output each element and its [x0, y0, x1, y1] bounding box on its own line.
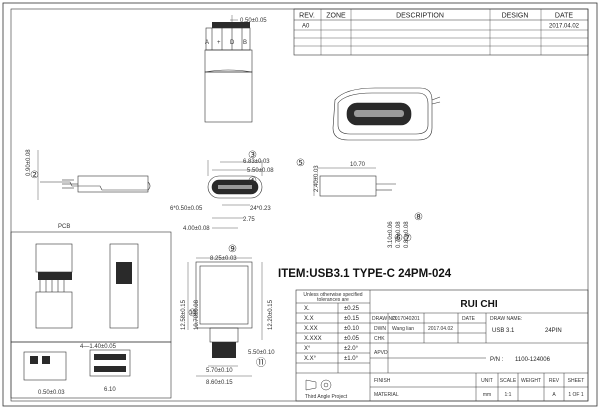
tol-val-1: ±0.15: [344, 316, 360, 322]
finish-label: FINISH: [374, 378, 391, 384]
pin-label-plus: +: [217, 40, 221, 46]
tolerance-header-line1: Unless otherwise specified: [303, 292, 362, 298]
connector-3d-view: [332, 87, 441, 141]
tol-val-2: ±0.10: [344, 326, 360, 332]
pn-value: 1100-124006: [515, 357, 551, 363]
connector-side-view-left: [37, 150, 151, 200]
callout-2: ②: [30, 170, 39, 181]
dim-top-pitch: 0.50±0.05: [240, 18, 267, 24]
tol-val-0: ±0.25: [344, 306, 360, 312]
tol-key-3: X.XXX: [304, 336, 322, 342]
dim-400: 4.00±0.08: [183, 226, 210, 232]
dim-1070: 10.70: [350, 162, 366, 168]
pcb-label: PCB: [58, 224, 70, 230]
sheet-value: 1 OF 1: [568, 392, 584, 398]
dim-pitch-6x050: 6*0.50±0.05: [170, 206, 203, 212]
date-header: DATE: [555, 13, 573, 20]
dim-1258: 12.58±0.15: [181, 299, 187, 330]
rev-value-title: A: [552, 392, 556, 398]
pin-label-b: B: [243, 40, 247, 46]
tol-key-5: X.X°: [304, 356, 317, 362]
callout-11: ⑪: [256, 357, 266, 369]
rev-date: 2017.04.02: [549, 24, 580, 30]
title-block: [295, 289, 589, 402]
connector-side-view-right: [313, 167, 396, 197]
chk-label: CHK: [374, 336, 385, 342]
pn-label: P/N :: [490, 357, 504, 363]
sheet-label: SHEET: [568, 378, 585, 384]
dim-610: 6.10: [104, 387, 116, 393]
unit-label: UNIT: [481, 378, 493, 384]
callout-9: ⑨: [228, 244, 237, 255]
drawing-name-label: DRAW NAME:: [490, 316, 522, 322]
pcb-detail: [10, 231, 172, 343]
connector-front-view: [207, 160, 263, 229]
scale-value: 1:1: [505, 392, 512, 398]
dim-275: 2.75: [243, 217, 255, 223]
dim-070: 0.70±0.08: [396, 221, 402, 248]
weight-label: WEIGHT: [521, 378, 541, 384]
pin-label-a: A: [205, 40, 209, 46]
description-header: DESCRIPTION: [396, 13, 444, 20]
tol-key-2: X.XX: [304, 326, 318, 332]
dim-width-683: 6.83±0.03: [243, 159, 270, 165]
material-label: MATERIAL: [374, 392, 399, 398]
dim-570: 5.70±0.10: [206, 368, 233, 374]
dim-width-550: 5.50±0.08: [247, 168, 274, 174]
dim-pins-24x023: 24*0.23: [250, 206, 271, 212]
dwn-date: 2017.04.02: [428, 326, 453, 332]
dim-1220: 12.20±0.15: [268, 299, 274, 330]
draw-no-value: 2017040201: [392, 316, 420, 322]
zone-header: ZONE: [326, 13, 346, 20]
rev-label: REV: [549, 378, 560, 384]
dim-090: 0.90±0.08: [26, 149, 32, 176]
tol-val-5: ±1.0°: [344, 356, 359, 362]
dim-550b: 5.50±0.10: [248, 350, 275, 356]
tol-val-3: ±0.05: [344, 336, 360, 342]
connector-bottom-view: [187, 257, 263, 377]
dim-310: 3.10±0.06: [388, 221, 394, 248]
callout-10: ⑩: [188, 308, 197, 319]
connector-top-view: [204, 22, 253, 123]
tol-key-4: X°: [304, 346, 311, 352]
callout-3: ③: [248, 150, 257, 161]
drawing-pins: 24PIN: [545, 328, 562, 334]
third-angle-label: Third Angle Project: [305, 394, 348, 400]
date-label: DATE: [462, 316, 476, 322]
pin-label-d: D: [230, 40, 235, 46]
draw-no-label: DRAW NO.: [372, 316, 397, 322]
dim-240: 2.40±0.03: [314, 165, 320, 192]
drawing-name-value: USB 3.1: [492, 328, 515, 334]
tol-key-0: X.: [304, 306, 310, 312]
dim-050b: 0.50±0.03: [38, 390, 65, 396]
dim-825: 8.25±0.03: [210, 256, 237, 262]
pcb-footprint-detail: [10, 341, 172, 399]
dwn-label: DWN: [374, 326, 386, 332]
unit-value: mm: [483, 392, 491, 398]
callout-8: ⑧: [414, 212, 423, 223]
rev-header: REV.: [299, 13, 315, 20]
tol-key-1: X.X: [304, 316, 314, 322]
dim-140: 4—1.40±0.05: [80, 344, 117, 350]
dwn-name: Wang lian: [392, 326, 414, 332]
scale-label: SCALE: [500, 378, 517, 384]
apvd-label: APVD: [374, 350, 388, 356]
tol-val-4: ±2.0°: [344, 346, 359, 352]
tolerance-header-line2: tolerances are: [317, 297, 349, 303]
item-title: ITEM:USB3.1 TYPE-C 24PM-024: [278, 268, 452, 280]
callout-4: ④: [248, 176, 257, 187]
rev-value: A0: [302, 24, 310, 30]
callout-5: ⑤: [296, 158, 305, 169]
revision-table: REV. ZONE DESCRIPTION DESIGN DATE A0 201…: [293, 8, 589, 56]
dim-1070b: 10.70±0.08: [194, 299, 200, 330]
company-name: RUI CHI: [460, 299, 497, 310]
callout-6-7: ⑥⑦: [394, 233, 412, 244]
design-header: DESIGN: [502, 13, 529, 20]
dim-860: 8.60±0.15: [206, 380, 233, 386]
dim-080: 0.80±0.08: [404, 221, 410, 248]
